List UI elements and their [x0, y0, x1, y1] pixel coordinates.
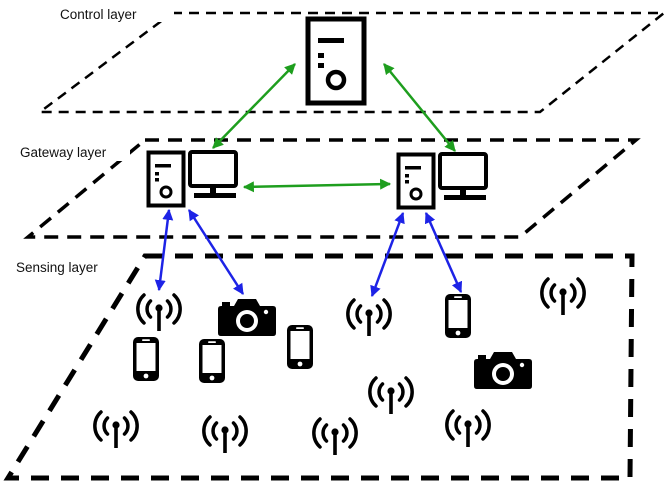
- link-left-gateway-to-antenna: [154, 208, 174, 292]
- link-right-gateway-to-antenna: [370, 211, 405, 298]
- link-right-gateway-to-phone: [424, 211, 463, 294]
- camera-icon: [218, 299, 276, 336]
- control-layer-label: Control layer: [60, 7, 137, 22]
- control-server-icon: [308, 19, 364, 103]
- wireless-antenna-icon: [368, 376, 414, 416]
- gateway-layer-plane: [23, 138, 641, 239]
- sensing-layer-plane: [3, 253, 635, 481]
- wireless-antenna-icon: [202, 415, 248, 455]
- wireless-antenna-icon: [136, 293, 182, 333]
- wireless-antenna-icon: [540, 277, 586, 317]
- control-layer-plane: [36, 11, 664, 114]
- link-control-to-right-gateway: [383, 63, 456, 152]
- smartphone-icon: [445, 294, 471, 338]
- gateway-layer-label: Gateway layer: [20, 145, 107, 160]
- wireless-antenna-icon: [93, 410, 139, 450]
- smartphone-icon: [287, 325, 313, 369]
- link-control-to-left-gateway: [212, 63, 296, 149]
- sensing-layer-label: Sensing layer: [16, 260, 98, 275]
- wireless-antenna-icon: [346, 298, 392, 338]
- wireless-antenna-icon: [312, 417, 358, 457]
- gateway-computer-left-icon: [146, 150, 238, 208]
- smartphone-icon: [133, 337, 159, 381]
- link-gateway-to-gateway: [242, 178, 392, 193]
- camera-icon: [474, 352, 532, 389]
- smartphone-icon: [199, 339, 225, 383]
- link-left-gateway-to-camera: [187, 209, 245, 295]
- wireless-antenna-icon: [445, 409, 491, 449]
- gateway-computer-right-icon: [396, 152, 488, 210]
